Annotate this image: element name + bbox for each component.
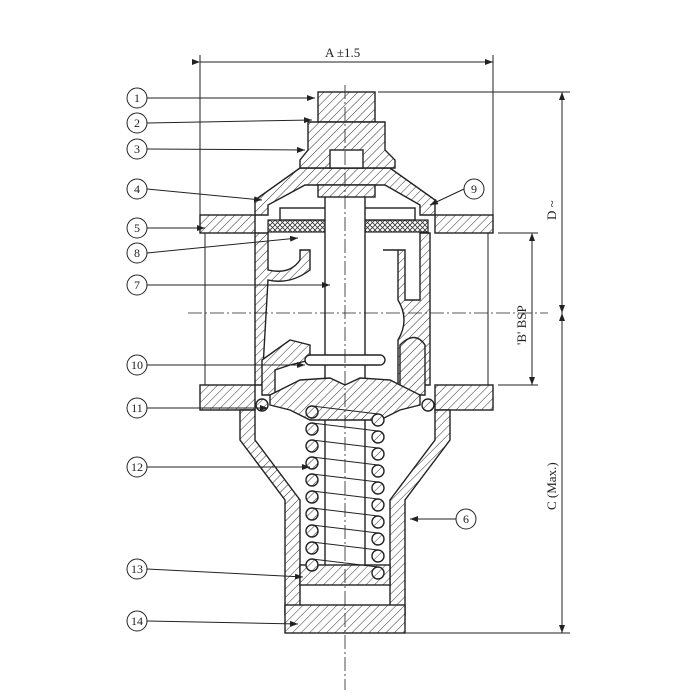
callout-1: 1 [126, 87, 315, 109]
callout-4: 4 [126, 178, 263, 203]
spring-coil [305, 422, 319, 436]
spring-coil [371, 430, 385, 444]
spring-coil [371, 464, 385, 478]
spring-coil [305, 524, 319, 538]
spring-coil [371, 532, 385, 546]
leader-line [146, 620, 299, 627]
callout-6: 6 [410, 508, 477, 530]
callout-number: 14 [131, 614, 143, 628]
spring-coil [371, 413, 385, 427]
callout-number: 10 [131, 358, 143, 372]
callout-circle [463, 178, 485, 200]
leader-line [146, 117, 313, 124]
callout-circle [126, 217, 148, 239]
leader-line [146, 146, 306, 153]
callout-number: 1 [134, 91, 140, 105]
valve-body [199, 214, 494, 411]
callout-circle [126, 112, 148, 134]
dimension-a-label: A ±1.5 [325, 45, 360, 60]
leader-line [146, 568, 304, 580]
spring-coil [305, 405, 319, 419]
callout-5: 5 [126, 217, 205, 239]
spring-housing [239, 409, 301, 616]
callout-number: 12 [131, 460, 143, 474]
dimension-d-label: D ~ [544, 200, 559, 220]
callout-number: 4 [134, 182, 140, 196]
callout-7: 7 [126, 274, 330, 296]
callout-circle [126, 610, 148, 632]
callout-number: 5 [134, 221, 140, 235]
callout-13: 13 [126, 558, 304, 580]
spring-coil [371, 515, 385, 529]
callout-number: 2 [134, 116, 140, 130]
callout-3: 3 [126, 138, 306, 160]
callout-circle [126, 558, 148, 580]
callout-number: 7 [134, 278, 140, 292]
dimension-d-c: D ~ C (Max.) [378, 91, 570, 634]
adjusting-cap [299, 91, 396, 169]
leader-line [146, 235, 299, 254]
dimension-b-label: 'B' BSP [514, 305, 529, 345]
callout-number: 11 [131, 401, 143, 415]
callout-10: 10 [126, 354, 305, 376]
callout-2: 2 [126, 112, 313, 134]
callout-circle [126, 397, 148, 419]
callout-11: 11 [126, 397, 268, 419]
dimension-a: A ±1.5 [192, 45, 494, 215]
dimension-b: 'B' BSP [498, 232, 538, 386]
spring-coil [305, 541, 319, 555]
seal-ring-right [421, 398, 435, 412]
leader-line [429, 188, 465, 206]
spring-coil [305, 558, 319, 572]
callout-circle [126, 178, 148, 200]
callout-circle [126, 87, 148, 109]
stem-nut [317, 184, 376, 198]
callout-circle [126, 354, 148, 376]
spring-coil [371, 566, 385, 580]
spring-coil [305, 490, 319, 504]
callout-circle [126, 242, 148, 264]
dimension-c-label: C (Max.) [544, 462, 559, 510]
callout-14: 14 [126, 610, 299, 632]
leader-line [146, 188, 263, 203]
spring-coil [371, 447, 385, 461]
spring-coil [305, 473, 319, 487]
spring-coil [305, 507, 319, 521]
callout-circle [455, 508, 477, 530]
callout-number: 6 [463, 512, 469, 526]
callout-circle [126, 456, 148, 478]
spring-coil [305, 439, 319, 453]
spring-coil [371, 481, 385, 495]
seal-ring-left [255, 398, 269, 412]
callout-12: 12 [126, 456, 310, 478]
callout-number: 8 [134, 246, 140, 260]
callout-circle [126, 138, 148, 160]
callout-number: 9 [471, 182, 477, 196]
callout-9: 9 [429, 178, 485, 206]
callout-number: 13 [131, 562, 143, 576]
spring-coil [371, 498, 385, 512]
callout-number: 3 [134, 142, 140, 156]
spring-coil-line [311, 541, 379, 551]
callout-8: 8 [126, 235, 299, 264]
spring-coil [371, 549, 385, 563]
callout-circle [126, 274, 148, 296]
spring-coil-line [311, 558, 379, 568]
